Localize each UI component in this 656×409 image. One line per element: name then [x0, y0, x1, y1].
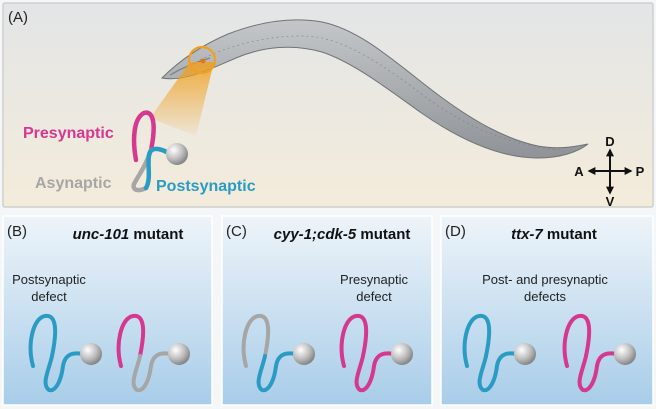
- panel-a-background: [2, 2, 654, 208]
- dendrite-front-segment: [116, 313, 146, 368]
- mutant-title-suffix: mutant: [129, 226, 183, 243]
- compass-ventral-label: V: [606, 194, 615, 209]
- compass-dorsal-label: D: [605, 134, 614, 149]
- presynaptic-segment: [131, 110, 156, 163]
- panel-a: (A) Presynaptic Asynaptic Postsynaptic D…: [2, 2, 654, 209]
- dendrite-front-segment: [241, 313, 271, 368]
- defect-description-line: Presynaptic: [340, 272, 408, 287]
- neuron-diagram-small: [28, 313, 102, 393]
- compass-posterior-label: P: [636, 164, 645, 179]
- mutant-panel-label: (D): [445, 223, 466, 240]
- neuron-diagram-small: [241, 313, 315, 393]
- worm-body: [160, 19, 589, 159]
- mutant-title-suffix: mutant: [356, 226, 410, 243]
- neuron-soma: [166, 143, 188, 165]
- mutant-panel: (D) ttx-7 mutant Post- and presynaptic de…: [440, 215, 654, 406]
- neuron-soma: [514, 343, 536, 365]
- defect-description-line: Post- and presynaptic: [482, 272, 608, 287]
- neuron-diagram-small: [562, 313, 636, 393]
- dendrite-front-segment: [562, 313, 592, 368]
- mutant-panel-label: (B): [7, 223, 27, 240]
- neuron-soma: [80, 343, 102, 365]
- mutant-panel-background: [2, 215, 213, 406]
- defect-description-line: defect: [31, 289, 67, 304]
- dendrite-back-segment: [43, 351, 85, 393]
- postsynaptic-segment: [143, 146, 173, 191]
- neuron-soma: [293, 343, 315, 365]
- dendrite-back-segment: [354, 351, 396, 393]
- mutant-gene-name: unc-101: [73, 226, 130, 243]
- mutant-panel-title: ttx-7 mutant: [511, 226, 597, 243]
- dendrite-back-segment: [577, 351, 619, 393]
- mutant-panel-title: cyy-1;cdk-5 mutant: [274, 226, 411, 243]
- neuron-diagram-small: [339, 313, 413, 393]
- defect-description: Postsynaptic defect: [12, 272, 86, 304]
- mutant-panel-title: unc-101 mutant: [73, 226, 184, 243]
- defect-description: Presynaptic defect: [340, 272, 408, 304]
- neuron-soma: [168, 343, 190, 365]
- mutant-gene-name: ttx-7: [511, 226, 543, 243]
- mutant-panel-label: (C): [226, 223, 247, 240]
- mutant-panel-background: [221, 215, 433, 406]
- dendrite-front-segment: [28, 313, 58, 368]
- dendrite-front-segment: [462, 313, 492, 368]
- dendrite-back-segment: [256, 351, 298, 393]
- mutant-panel-background: [440, 215, 654, 406]
- defect-description-line: defect: [356, 289, 392, 304]
- asynaptic-label: Asynaptic: [35, 175, 112, 192]
- mutant-panel: (C) cyy-1;cdk-5 mutant Presynaptic defect: [221, 215, 433, 406]
- neuron-diagram-large: Presynaptic Asynaptic Postsynaptic: [23, 110, 256, 195]
- dendrite-back-segment: [131, 351, 173, 393]
- neuron-soma: [614, 343, 636, 365]
- mutant-title-suffix: mutant: [543, 226, 597, 243]
- neuron-diagram-small: [462, 313, 536, 393]
- zoom-cone: [150, 62, 214, 136]
- dendrite-back-segment: [477, 351, 519, 393]
- postsynaptic-label: Postsynaptic: [156, 178, 256, 195]
- orientation-compass: D V A P: [574, 134, 644, 209]
- defect-description: Post- and presynaptic defects: [482, 272, 608, 304]
- neuron-diagram-small: [116, 313, 190, 393]
- presynaptic-label: Presynaptic: [23, 125, 114, 142]
- asynaptic-segment: [131, 147, 154, 193]
- mutant-panel: (B) unc-101 mutant Postsynaptic defect: [2, 215, 213, 406]
- neuron-location-dot: [200, 58, 206, 64]
- mutant-gene-name: cyy-1;cdk-5: [274, 226, 357, 243]
- defect-description-line: defects: [524, 289, 566, 304]
- panel-a-label: (A): [8, 9, 28, 26]
- dendrite-front-segment: [339, 313, 369, 368]
- neuron-soma: [391, 343, 413, 365]
- defect-description-line: Postsynaptic: [12, 272, 86, 287]
- compass-anterior-label: A: [574, 164, 584, 179]
- zoom-highlight-circle: [187, 45, 217, 75]
